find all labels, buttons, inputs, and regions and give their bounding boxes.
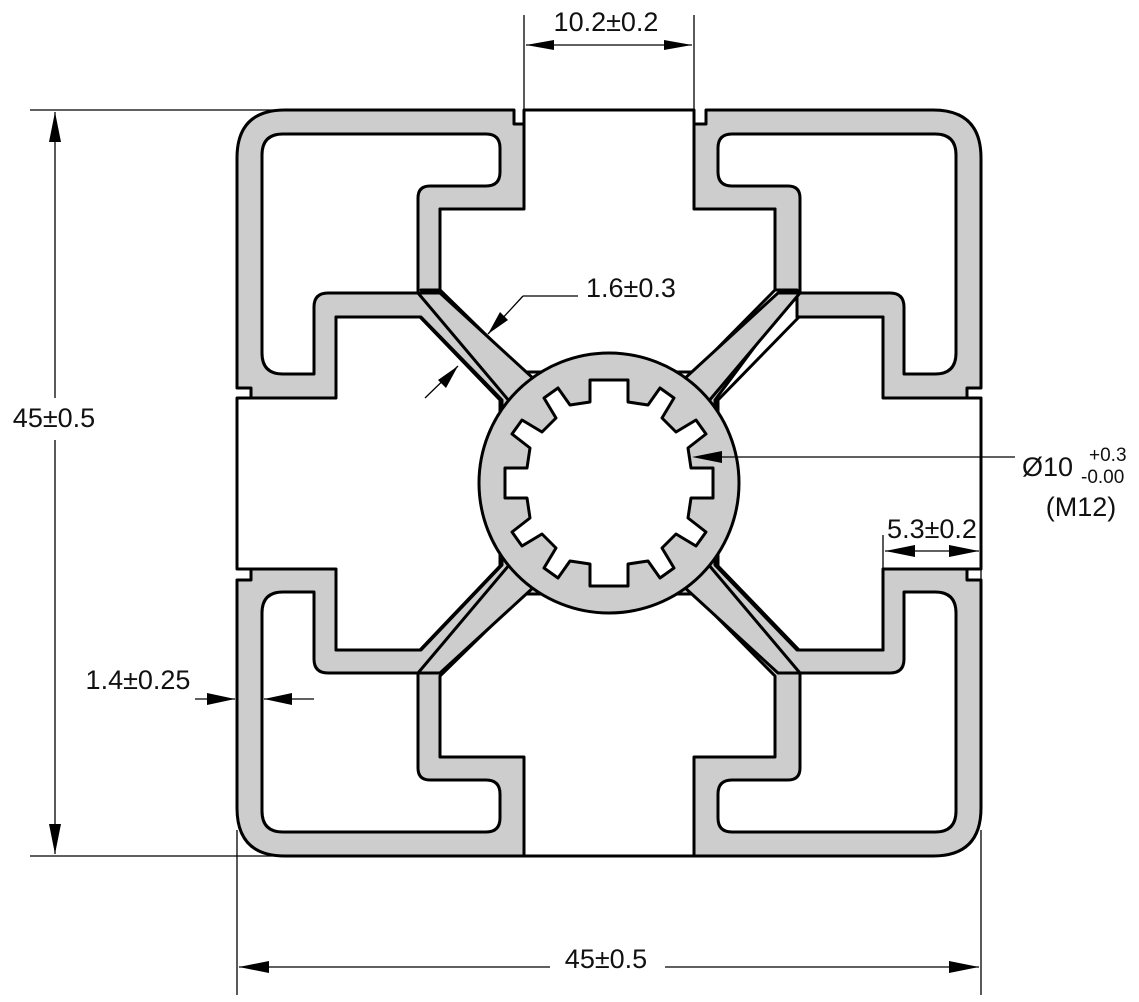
label-bore-tol-upper: +0.3: [1089, 445, 1127, 466]
slot-left: [235, 315, 502, 652]
slot-right: [716, 315, 983, 652]
arrow-web-1: [488, 312, 508, 334]
label-bore-tol-lower: -0.00: [1081, 467, 1124, 488]
arrow-bore: [692, 451, 722, 463]
label-height: 45±0.5: [13, 403, 95, 433]
arrow-slot-left: [526, 40, 554, 50]
arrow-lip-right: [949, 545, 979, 557]
arrow-wall-right: [264, 693, 292, 705]
label-width: 45±0.5: [565, 944, 647, 974]
label-diagonal-web: 1.6±0.3: [586, 273, 676, 303]
profile-section: [235, 108, 983, 858]
arrow-height-top: [49, 112, 61, 142]
arrow-slot-right: [664, 40, 692, 50]
arrow-width-left: [239, 961, 269, 973]
label-bore: Ø10: [1022, 452, 1073, 482]
arrow-height-bottom: [49, 824, 61, 854]
dimension-lines: [30, 15, 1015, 995]
dimension-labels: 10.2±0.2 1.6±0.3 45±0.5 Ø10 +0.3 -0.00 (…: [13, 7, 1127, 974]
label-bore-thread: (M12): [1046, 492, 1117, 522]
label-slot-opening: 10.2±0.2: [554, 7, 659, 37]
arrow-width-right: [949, 961, 979, 973]
arrow-wall-left: [207, 693, 235, 705]
arrow-lip-left: [885, 545, 915, 557]
label-lip-width: 5.3±0.2: [887, 514, 977, 544]
label-wall-thickness: 1.4±0.25: [86, 665, 191, 695]
center-bore: [503, 378, 715, 588]
arrow-web-2: [438, 366, 458, 388]
